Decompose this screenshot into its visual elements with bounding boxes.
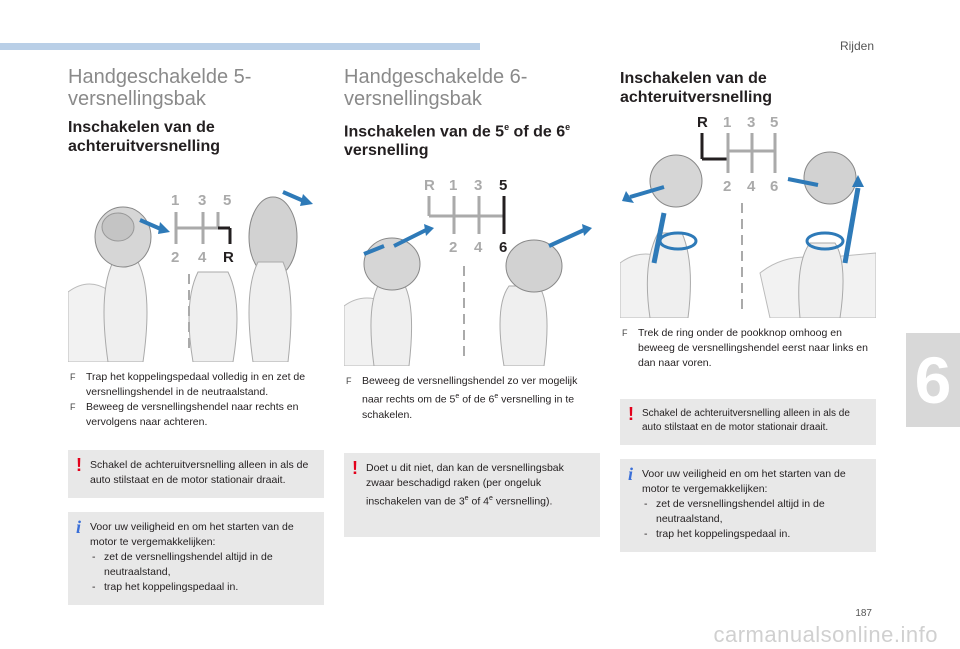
info-intro: Voor uw veiligheid en om het starten van… (90, 521, 294, 548)
gear-label-r: R (424, 177, 435, 194)
warning-icon: ! (352, 457, 358, 478)
chapter-tab: 6 (906, 333, 960, 427)
info-item: trap het koppelingspedaal in. (90, 580, 314, 595)
warning-text: Schakel de achteruitversnelling alleen i… (642, 408, 850, 433)
instruction-item: Trap het koppelingspedaal volledig in en… (68, 370, 324, 400)
gear-label-5: 5 (223, 192, 231, 209)
gear-label-6: 6 (499, 239, 507, 256)
gear-label-4: 4 (747, 178, 756, 195)
gear-illustration-reverse: R 1 3 5 2 4 6 (620, 113, 876, 318)
info-box: i Voor uw veiligheid en om het starten v… (68, 512, 324, 605)
subtitle-5th-6th: Inschakelen van de 5e of de 6e versnelli… (344, 122, 571, 160)
column-6-speed: Handgeschakelde 6-versnellingsbak Inscha… (344, 66, 600, 537)
gear-label-2: 2 (723, 178, 731, 195)
gear-illustration-6-speed: R 1 3 5 2 4 6 (344, 166, 600, 367)
gear-label-r: R (223, 249, 234, 266)
warning-text: Doet u dit niet, dan kan de versnellings… (366, 461, 564, 508)
gear-label-1: 1 (723, 114, 731, 131)
gear-label-r: R (697, 114, 708, 131)
instructions-5-speed: Trap het koppelingspedaal volledig in en… (68, 370, 324, 430)
gear-label-4: 4 (474, 239, 483, 256)
gear-label-3: 3 (747, 114, 755, 131)
gear-label-4: 4 (198, 249, 207, 266)
info-icon: i (76, 517, 82, 537)
gear-label-6: 6 (770, 178, 778, 195)
info-item: trap het koppelingspedaal in. (642, 527, 866, 542)
gear-illustration-5-speed: 1 3 5 2 4 R (68, 162, 324, 362)
warning-text: Schakel de achteruitversnelling alleen i… (90, 459, 309, 486)
gear-label-1: 1 (171, 192, 179, 209)
gear-label-5: 5 (499, 177, 507, 194)
column-5-speed: Handgeschakelde 5-versnellingsbak Inscha… (68, 66, 324, 605)
header-bar (0, 43, 480, 50)
instruction-item: Trek de ring onder de pookknop omhoog en… (620, 326, 876, 371)
warning-icon: ! (628, 404, 634, 424)
warning-box: ! Schakel de achteruitversnelling alleen… (68, 450, 324, 498)
instruction-item: Beweeg de versnellingshendel zo ver moge… (344, 374, 600, 423)
warning-box: ! Doet u dit niet, dan kan de versnellin… (344, 452, 600, 537)
title-6-speed: Handgeschakelde 6-versnellingsbak (344, 66, 528, 110)
gear-label-3: 3 (474, 177, 482, 194)
warning-box: ! Schakel de achteruitversnelling alleen… (620, 399, 876, 445)
gear-label-1: 1 (449, 177, 457, 194)
instructions-6-speed: Beweeg de versnellingshendel zo ver moge… (344, 374, 600, 423)
info-icon: i (628, 464, 634, 484)
info-box: i Voor uw veiligheid en om het starten v… (620, 459, 876, 552)
info-item: zet de versnellingshendel altijd in de n… (642, 497, 866, 527)
gear-label-5: 5 (770, 114, 778, 131)
subtitle-reverse-5: Inschakelen van de achteruitversnelling (68, 119, 221, 155)
page-number: 187 (855, 608, 872, 619)
title-reverse: Inschakelen van de achteruitversnelling (620, 70, 773, 106)
section-label: Rijden (839, 39, 874, 53)
info-item: zet de versnellingshendel altijd in de n… (90, 550, 314, 580)
warning-icon: ! (76, 455, 82, 475)
column-reverse: Inschakelen van de achteruitversnelling … (620, 66, 876, 552)
instructions-reverse: Trek de ring onder de pookknop omhoog en… (620, 326, 876, 371)
instruction-item: Beweeg de versnellingshendel naar rechts… (68, 400, 324, 430)
gear-label-3: 3 (198, 192, 206, 209)
gear-label-2: 2 (449, 239, 457, 256)
gear-label-2: 2 (171, 249, 179, 266)
info-intro: Voor uw veiligheid en om het starten van… (642, 468, 846, 495)
title-5-speed: Handgeschakelde 5-versnellingsbak (68, 66, 252, 110)
watermark: carmanualsonline.info (713, 622, 938, 647)
